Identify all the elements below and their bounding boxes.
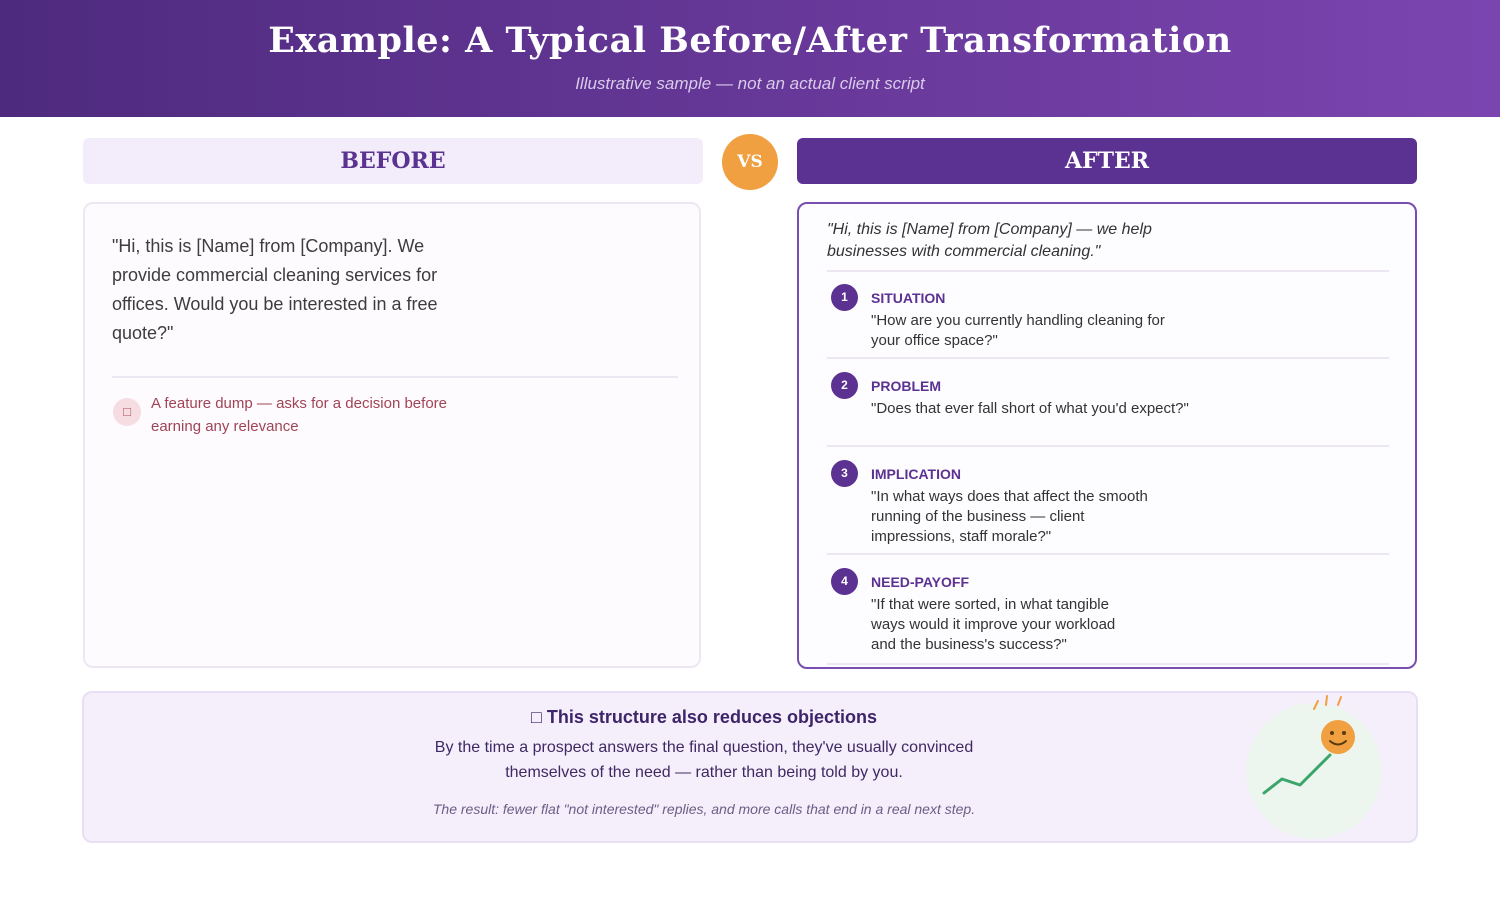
divider <box>827 663 1389 665</box>
after-card: "Hi, this is [Name] from [Company] — we … <box>797 202 1417 669</box>
smiley-growth-chart-icon <box>1246 695 1382 839</box>
page-title: Example: A Typical Before/After Transfor… <box>268 20 1232 61</box>
before-heading: BEFORE <box>83 138 703 184</box>
before-script-quote: "Hi, this is [Name] from [Company]. We p… <box>112 236 438 343</box>
summary-title: □ This structure also reduces objections <box>531 707 877 727</box>
after-intro-quote: "Hi, this is [Name] from [Company] — we … <box>827 221 1152 260</box>
after-heading: AFTER <box>797 138 1417 184</box>
step-question: "In what ways does that affect the smoot… <box>871 488 1148 545</box>
divider <box>827 553 1389 555</box>
warning-icon: □ <box>113 398 141 426</box>
step-label: SITUATION <box>871 290 946 306</box>
before-warning-text: A feature dump — asks for a decision bef… <box>151 395 447 435</box>
step-question: "If that were sorted, in what tangible w… <box>871 596 1116 653</box>
step-question: "Does that ever fall short of what you'd… <box>871 400 1189 417</box>
page-subtitle: Illustrative sample — not an actual clie… <box>575 74 925 93</box>
step-question: "How are you currently handling cleaning… <box>871 312 1165 349</box>
divider <box>827 270 1389 272</box>
step-label: PROBLEM <box>871 378 941 394</box>
divider <box>827 357 1389 359</box>
step-number-badge: 1 <box>831 284 858 311</box>
summary-note: The result: fewer flat "not interested" … <box>432 801 976 817</box>
vs-badge: VS <box>722 134 778 190</box>
step-label: NEED-PAYOFF <box>871 574 970 590</box>
before-card: "Hi, this is [Name] from [Company]. We p… <box>83 202 701 668</box>
divider <box>112 376 678 378</box>
step-label: IMPLICATION <box>871 466 961 482</box>
step-number-badge: 3 <box>831 460 858 487</box>
summary-body: By the time a prospect answers the final… <box>434 739 974 781</box>
step-number-badge: 2 <box>831 372 858 399</box>
summary-box: □ This structure also reduces objections… <box>82 691 1418 843</box>
page-header: Example: A Typical Before/After Transfor… <box>0 0 1500 117</box>
step-number-badge: 4 <box>831 568 858 595</box>
divider <box>827 445 1389 447</box>
